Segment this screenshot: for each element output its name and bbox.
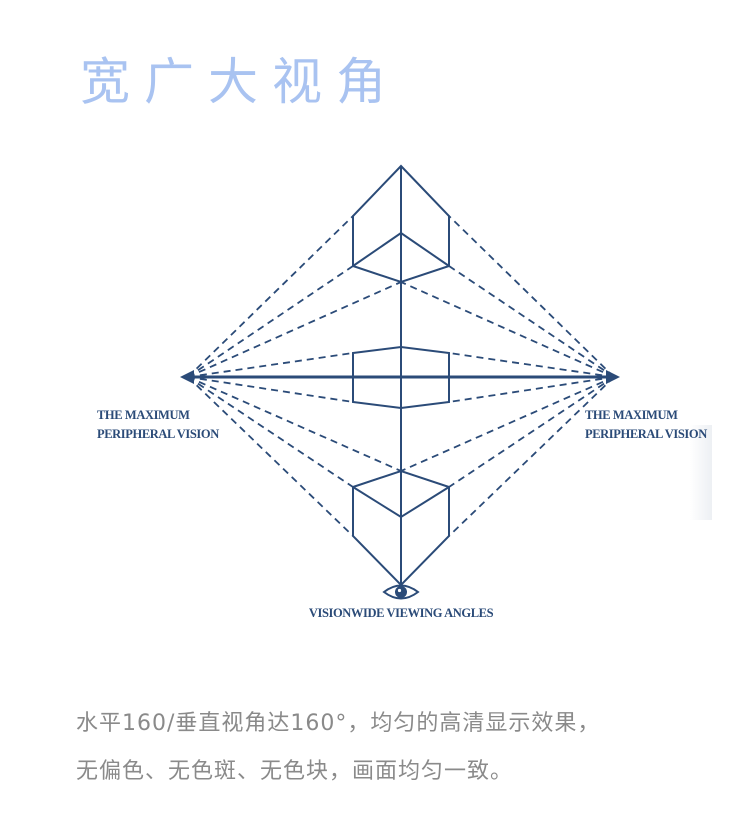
middle-box (352, 345, 450, 410)
description-line-1: 水平160/垂直视角达160°，均匀的高清显示效果， (76, 711, 601, 736)
eye-icon (382, 584, 420, 600)
left-label-line2: PERIPHERAL VISION (97, 427, 219, 441)
left-label-line1: THE MAXIMUM (97, 408, 190, 422)
right-arrowhead (606, 370, 620, 384)
perspective-lines (187, 215, 615, 537)
page-title: 宽广大视角 (80, 53, 400, 111)
edge-shadow (690, 425, 712, 520)
right-label-line1: THE MAXIMUM (585, 408, 678, 422)
left-arrowhead (180, 370, 194, 384)
bottom-label: VISIONWIDE VIEWING ANGLES (309, 606, 494, 620)
description-line-2: 无偏色、无色斑、无色块，画面均匀一致。 (76, 759, 514, 784)
right-label-line2: PERIPHERAL VISION (585, 427, 707, 441)
